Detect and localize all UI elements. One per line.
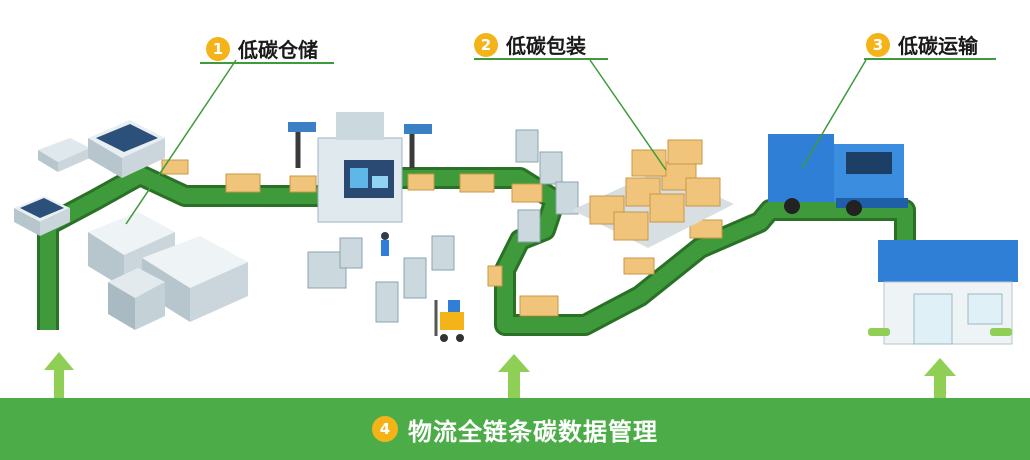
step-label-transport: 3 低碳运输	[866, 30, 978, 59]
step-number-badge: 1	[206, 36, 230, 61]
step-number-badge: 4	[372, 416, 398, 442]
store-icon	[868, 240, 1018, 345]
step-number-badge: 2	[474, 32, 498, 57]
step-underline	[864, 58, 996, 60]
warehouse-icon	[14, 120, 248, 330]
step-title: 低碳仓储	[238, 38, 318, 62]
truck-icon	[768, 134, 908, 216]
belt-boxes	[161, 159, 723, 317]
step-label-packaging: 2 低碳包装	[474, 30, 586, 59]
robot-arm-icon	[288, 122, 432, 168]
shelf-icon	[307, 129, 579, 323]
bottom-bar-title: 物流全链条碳数据管理	[408, 417, 658, 446]
worker-icon	[381, 232, 389, 256]
step-underline	[474, 58, 608, 60]
step-title: 低碳运输	[898, 34, 978, 58]
leader-lines	[125, 59, 867, 225]
step-label-storage: 1 低碳仓储	[206, 34, 318, 63]
bottom-data-bar: 4 物流全链条碳数据管理	[0, 398, 1030, 460]
forklift-icon	[434, 300, 464, 342]
step-underline	[200, 62, 334, 64]
step-number-badge: 3	[866, 32, 890, 57]
sorting-machine-icon	[317, 112, 403, 223]
step-title: 低碳包装	[506, 34, 586, 58]
